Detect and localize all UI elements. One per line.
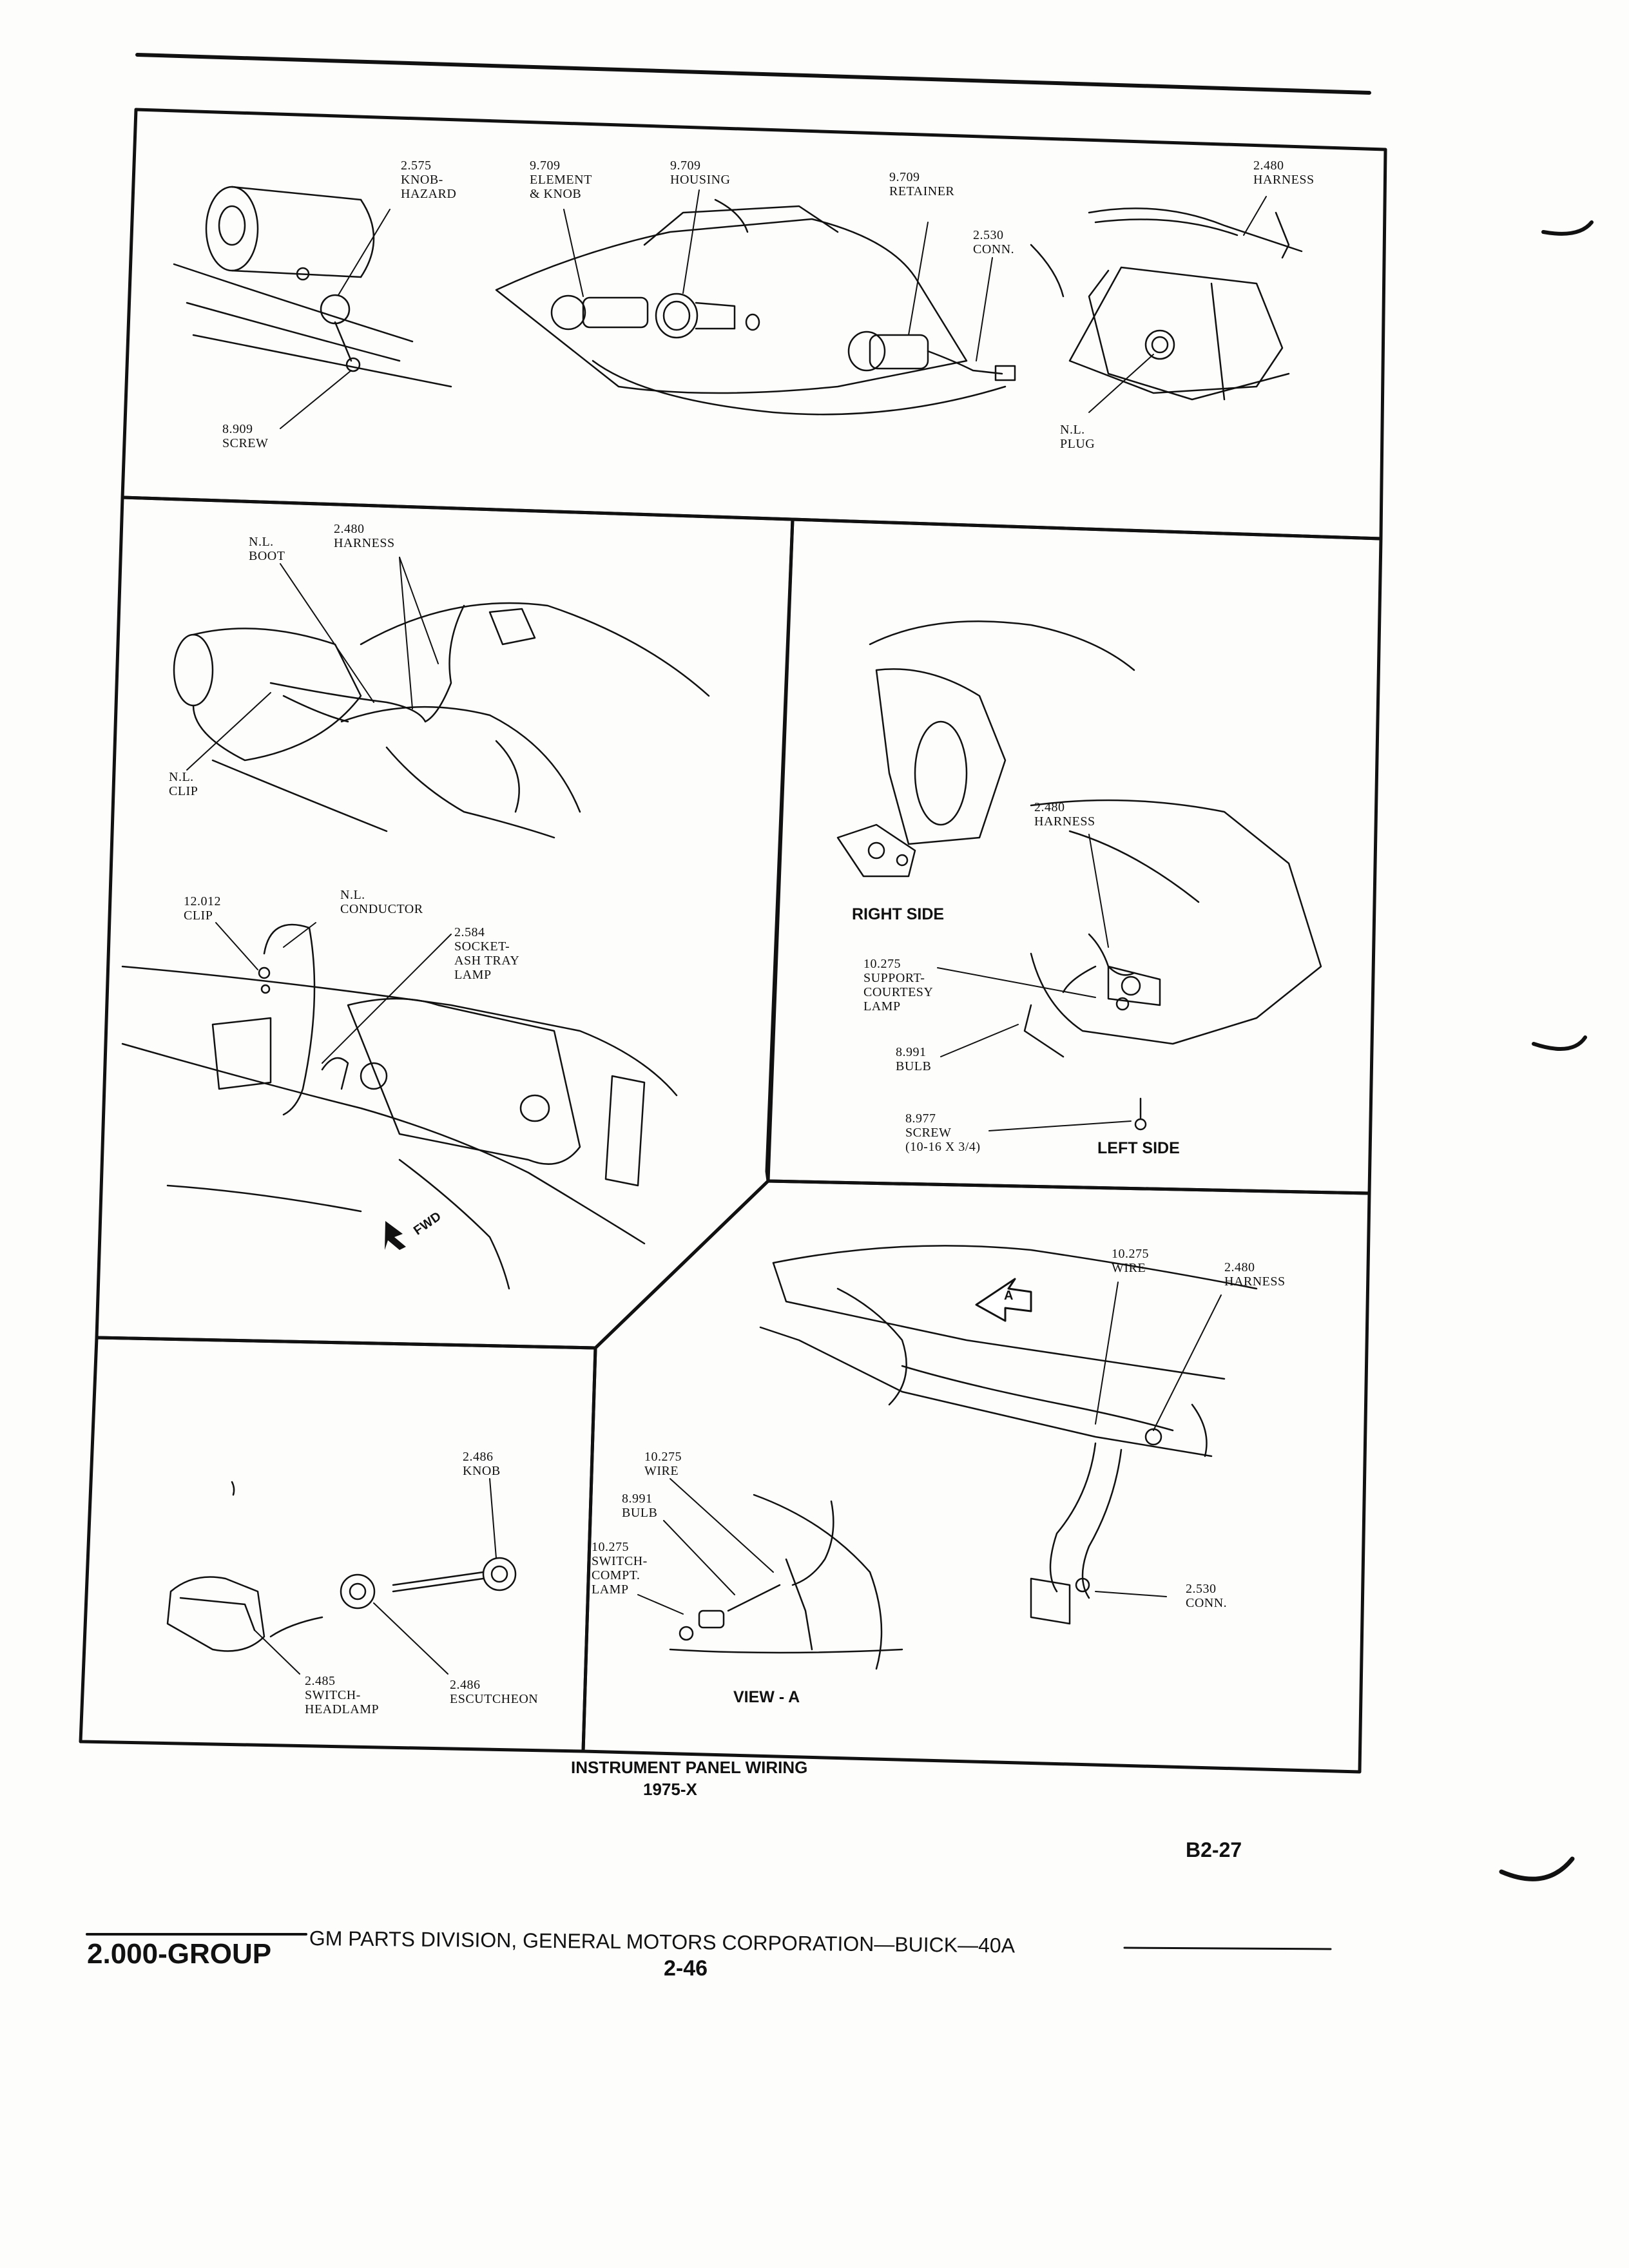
view-a-arrow	[975, 1278, 1032, 1322]
fwd-arrow	[385, 1221, 406, 1250]
callout-retainer: 9.709 RETAINER	[889, 170, 955, 198]
edge-mark-1	[1541, 220, 1594, 236]
callout-harness-mid-left: 2.480 HARNESS	[334, 522, 395, 550]
caption-right-side: RIGHT SIDE	[852, 905, 945, 923]
leaders-panel-4	[254, 1478, 497, 1675]
callout-conn-top: 2.530 CONN.	[973, 228, 1015, 256]
callout-switch-compt: 10.275 SWITCH- COMPT. LAMP	[592, 1540, 648, 1597]
drawing-hazard-knob	[173, 186, 452, 388]
edge-mark-2	[1532, 1035, 1587, 1051]
drawing-ashtray-lamp	[121, 923, 678, 1290]
page-code: B2-27	[1186, 1838, 1242, 1861]
header-rule	[135, 53, 1371, 95]
figure-title: INSTRUMENT PANEL WIRING	[571, 1758, 808, 1777]
callout-conductor: N.L. CONDUCTOR	[340, 888, 423, 916]
leaders-panel-2	[186, 557, 452, 1064]
callout-housing: 9.709 HOUSING	[670, 159, 731, 187]
callout-wire-top: 10.275 WIRE	[1112, 1247, 1149, 1275]
drawing-courtesy-lamp	[836, 620, 1322, 1131]
callout-element-knob: 9.709 ELEMENT & KNOB	[530, 159, 592, 201]
callout-conn-lower: 2.530 CONN.	[1186, 1582, 1228, 1610]
callout-escutcheon: 2.486 ESCUTCHEON	[450, 1678, 539, 1706]
callout-harness-top: 2.480 HARNESS	[1253, 159, 1315, 187]
leaders-panel-5	[637, 1282, 1222, 1615]
callout-knob-hazard: 2.575 KNOB- HAZARD	[401, 159, 457, 201]
caption-left-side: LEFT SIDE	[1097, 1139, 1180, 1157]
callout-screw-mid: 8.977 SCREW (10-16 x 3/4)	[905, 1111, 981, 1154]
drawing-cigar-lighter	[495, 198, 1016, 416]
callout-support: 10.275 SUPPORT- COURTESY LAMP	[863, 957, 934, 1014]
callout-clip-nl: N.L. CLIP	[169, 770, 198, 798]
drawing-headlamp-switch	[166, 1481, 517, 1652]
callout-wire-lower: 10.275 WIRE	[644, 1450, 682, 1478]
leaders-panel-1	[280, 189, 1267, 429]
callout-plug: N.L. PLUG	[1060, 423, 1095, 451]
caption-view-a: VIEW - A	[733, 1688, 800, 1706]
leaders-panel-3	[937, 834, 1132, 1131]
panel-frames	[79, 108, 1387, 1774]
callout-arrow-a: A	[1004, 1289, 1014, 1303]
footer-group: 2.000-GROUP	[87, 1938, 272, 1970]
callout-switch-headlamp: 2.485 SWITCH- HEADLAMP	[305, 1674, 380, 1716]
callout-bulb-lower: 8.991 BULB	[622, 1492, 658, 1520]
callout-boot: N.L. BOOT	[249, 535, 285, 563]
footer-page-number: 2-46	[664, 1956, 708, 1981]
callout-clip-12: 12.012 CLIP	[184, 894, 221, 923]
callout-socket: 2.584 SOCKET- ASH TRAY LAMP	[454, 925, 520, 982]
callout-bulb-mid: 8.991 BULB	[896, 1045, 932, 1073]
figure-subtitle: 1975-X	[643, 1780, 697, 1799]
callout-harness-mid-right: 2.480 HARNESS	[1034, 800, 1095, 829]
edge-mark-3	[1499, 1856, 1575, 1881]
drawing-view-a	[669, 1245, 1258, 1670]
footer-rule-right	[1123, 1946, 1332, 1950]
drawing-glovebox-plug	[1030, 207, 1303, 401]
drawing-harness-boot	[173, 602, 710, 839]
callout-knob-head: 2.486 KNOB	[463, 1450, 501, 1478]
callout-screw-top: 8.909 SCREW	[222, 422, 269, 450]
callout-harness-lower: 2.480 HARNESS	[1224, 1260, 1286, 1289]
